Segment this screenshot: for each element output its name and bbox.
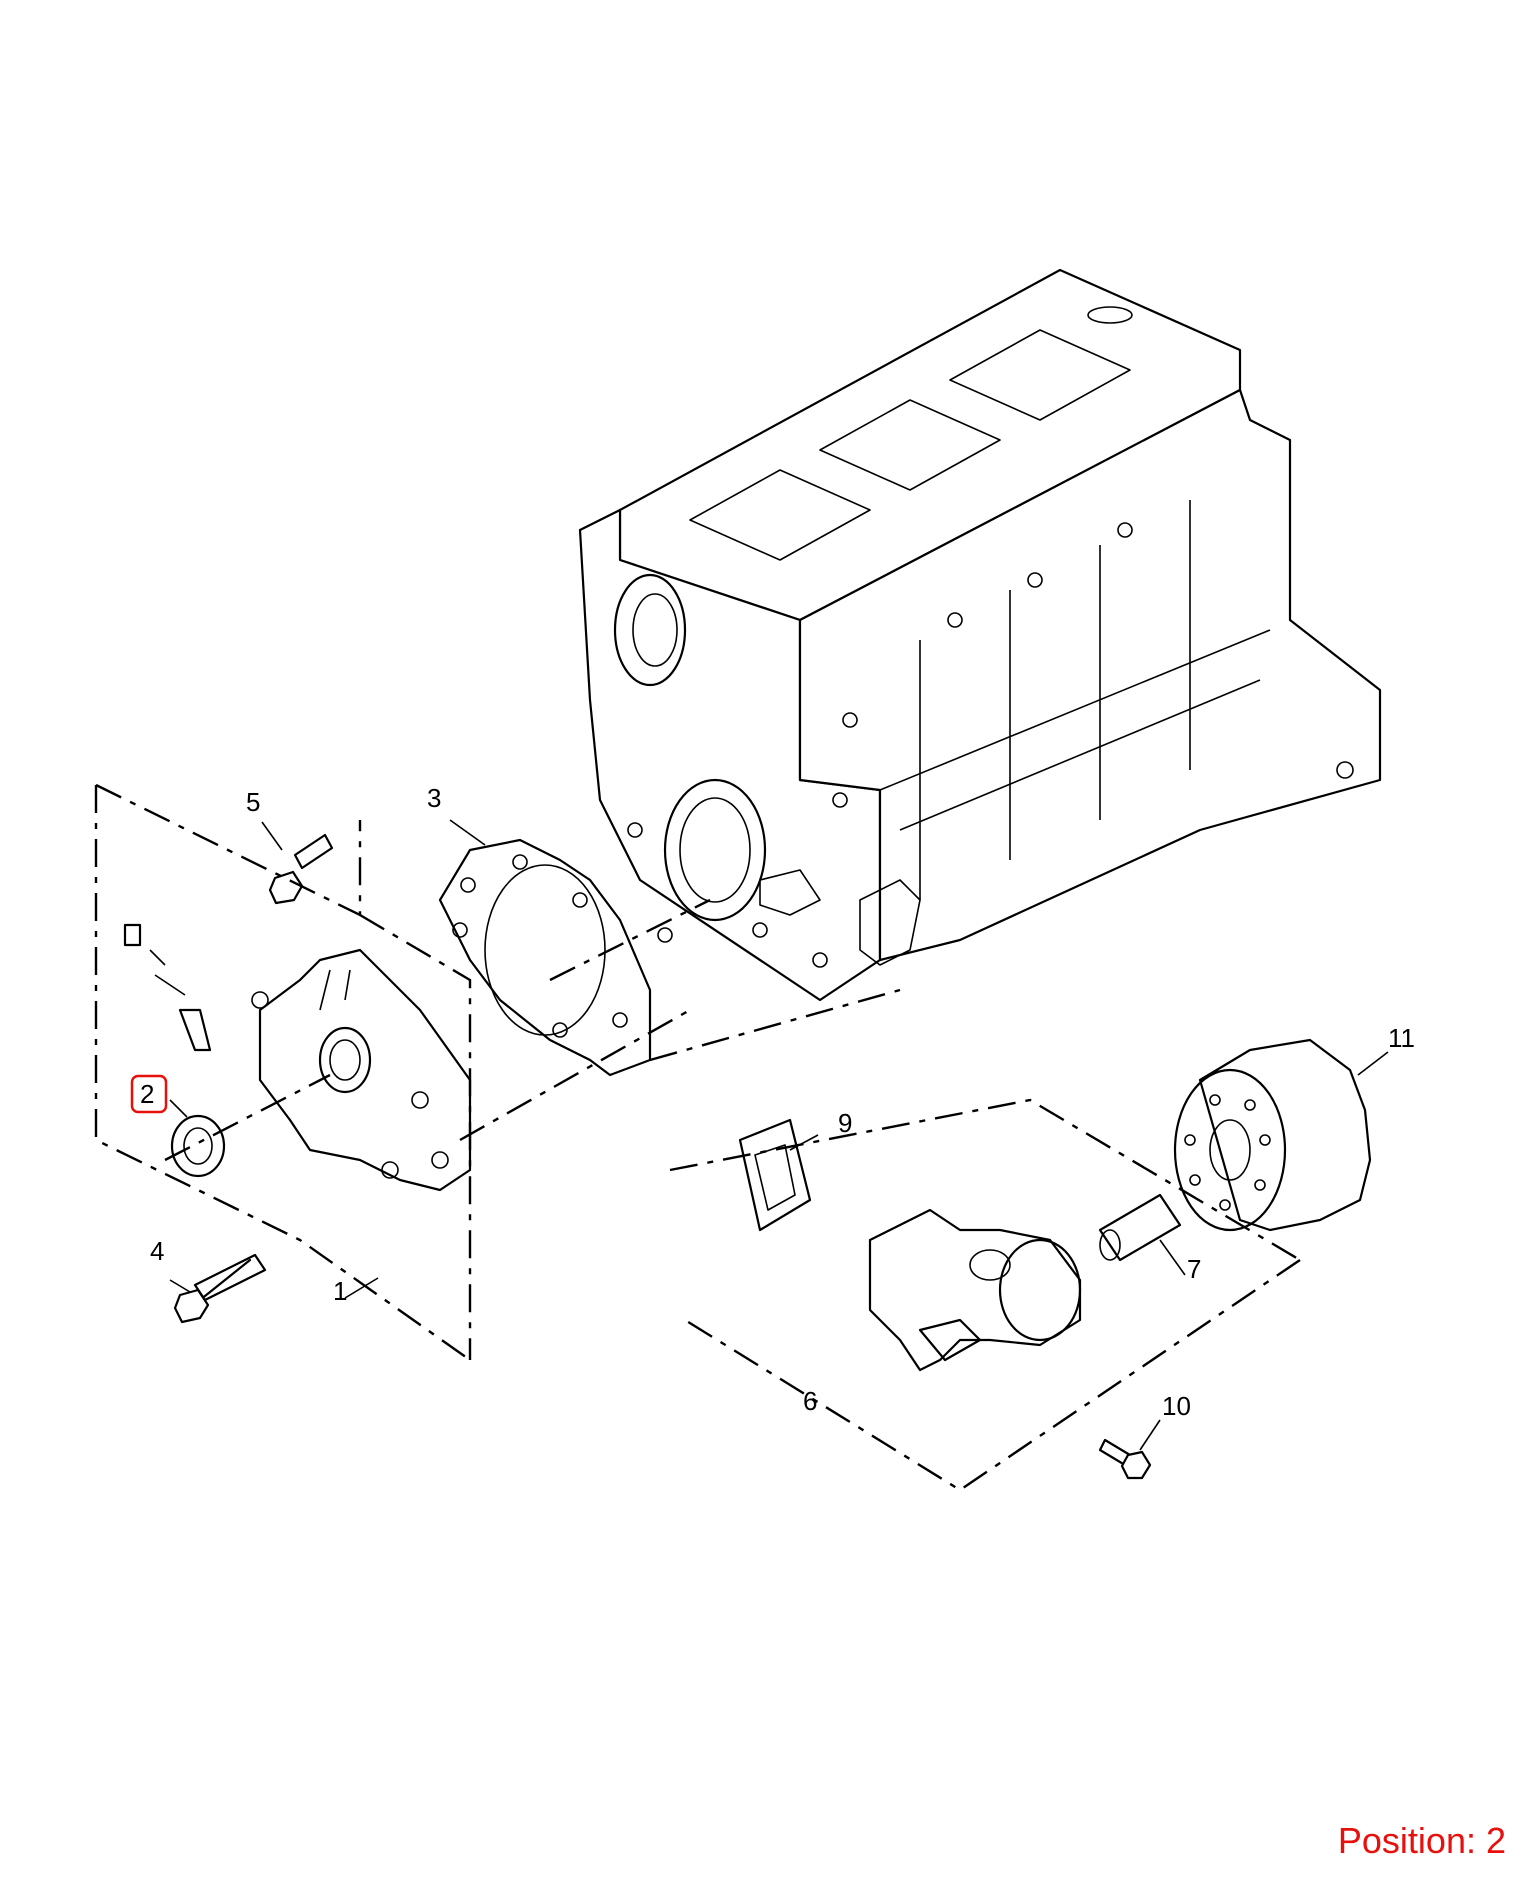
callout-7[interactable]: 7: [1187, 1254, 1201, 1284]
leader-lines: [169, 819, 1389, 1451]
callout-2[interactable]: 2: [140, 1079, 154, 1109]
assembly-boundary-1: [94, 783, 472, 1361]
seal-part-2[interactable]: [170, 1114, 226, 1178]
position-label: Position: 2: [1337, 1820, 1506, 1861]
filter-housing-part-6[interactable]: [868, 1208, 1082, 1372]
callout-1[interactable]: 1: [333, 1276, 347, 1306]
engine-block[interactable]: [578, 268, 1382, 1002]
callout-3[interactable]: 3: [427, 783, 441, 813]
threaded-adapter-part-7[interactable]: [1098, 1193, 1182, 1262]
callout-4[interactable]: 4: [150, 1236, 164, 1266]
callout-5[interactable]: 5: [246, 787, 260, 817]
callout-2-highlighted[interactable]: 2: [130, 1074, 168, 1114]
oil-pump-housing-part-1[interactable]: [123, 923, 472, 1192]
callout-6[interactable]: 6: [803, 1386, 817, 1416]
bolt-part-4[interactable]: [173, 1253, 267, 1324]
oil-filter-part-11[interactable]: [1173, 1038, 1372, 1232]
callout-10[interactable]: 10: [1162, 1391, 1191, 1421]
gasket-part-9[interactable]: [738, 1118, 812, 1232]
callout-2-highlight-box: [130, 1074, 168, 1114]
gasket-part-3[interactable]: [438, 838, 652, 1077]
bolt-part-10[interactable]: [1098, 1438, 1152, 1480]
bolt-part-5[interactable]: [268, 833, 334, 905]
axis-lines: [164, 898, 901, 1162]
callout-9[interactable]: 9: [838, 1108, 852, 1138]
assembly-boundary-6: [669, 1098, 1301, 1492]
callout-11[interactable]: 11: [1388, 1023, 1415, 1053]
